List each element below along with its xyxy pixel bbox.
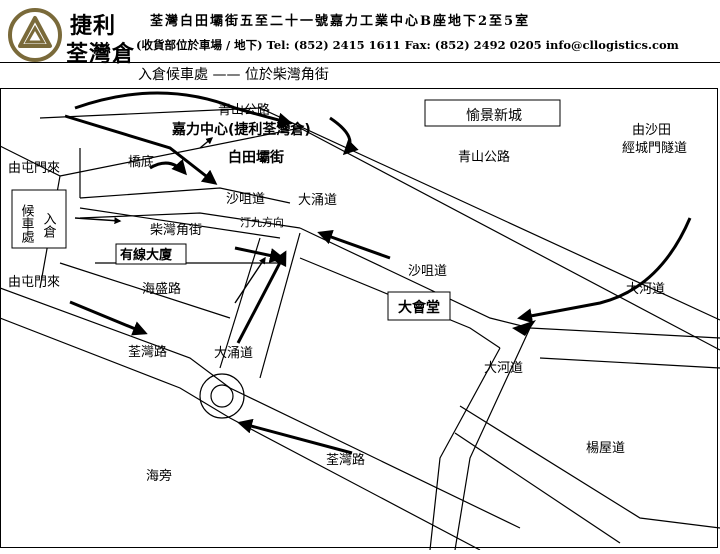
route-castle-peak-top	[74, 91, 293, 128]
tsuen-wan-rd-edge-1	[0, 287, 521, 529]
header-divider	[0, 62, 720, 63]
castle-peak-road-lower-edge	[59, 127, 720, 351]
yeung-uk-rd-edge-1	[459, 405, 720, 529]
tai-ho-rd-edge-1	[429, 347, 501, 551]
label-castle-peak-road-mid: 青山公路	[458, 149, 510, 165]
roundabout-inner	[210, 384, 234, 408]
tai-ho-rd-edge-2	[454, 327, 531, 551]
tai-ho-rd-east-edge-1	[529, 327, 720, 339]
tai-chung-rd-edge-2	[259, 232, 301, 379]
brand-name-line2: 荃灣倉	[66, 42, 136, 67]
route-arrows	[64, 91, 692, 455]
yeung-uk-rd-edge-2	[454, 432, 621, 544]
chai-wan-kok-edge-1	[79, 207, 281, 239]
label-hoi-shing: 海盛路	[142, 281, 181, 297]
bridge-edge-2	[79, 212, 301, 229]
thin-arrow-tingkau	[234, 256, 266, 304]
label-kali-centre: 嘉力中心(捷利荃灣倉)	[171, 121, 311, 138]
thin-arrow-pak-tin-pa	[199, 137, 214, 149]
route-tai-chung-north	[236, 250, 287, 344]
route-tsuen-wan-rd-in	[69, 300, 148, 336]
thin-arrows	[74, 137, 266, 304]
label-pak-tin-pa: 白田壩街	[228, 149, 284, 166]
label-from-tuen-mun-2: 由屯門來	[8, 275, 60, 290]
tai-chung-rd-edge-1	[219, 237, 261, 369]
label-tai-ho-rd-1: 大河道	[626, 282, 665, 297]
left-block-edge	[0, 145, 61, 289]
label-sha-tsui-2: 沙咀道	[408, 264, 447, 279]
road-outlines	[0, 107, 720, 551]
label-town-hall: 大會堂	[398, 299, 440, 316]
waiting-area-note: 入倉候車處 —— 位於柴灣角街	[138, 67, 329, 83]
label-waiting-col1: 入倉	[41, 212, 57, 239]
sha-tsui-rd-edge-1	[299, 227, 531, 329]
label-tai-chung-2: 大涌道	[214, 346, 253, 361]
label-seaside: 海旁	[146, 468, 172, 484]
label-castle-peak-road-top: 青山公路	[218, 102, 270, 118]
bridge-edge-1	[79, 187, 291, 204]
label-tai-ho-rd-2: 大河道	[484, 361, 523, 376]
route-tsuen-wan-rd-west	[237, 418, 353, 455]
thin-arrow-from-box	[74, 217, 122, 225]
sha-tsui-rd-edge-2	[299, 257, 501, 349]
label-tai-chung-1: 大涌道	[298, 193, 337, 208]
route-bridge-loop	[149, 159, 187, 176]
cable-tv-box	[115, 243, 187, 265]
label-summit: 愉景新城	[466, 108, 522, 124]
route-sha-tsui-west	[317, 229, 391, 260]
label-via-tunnel: 經城門隧道	[622, 140, 687, 156]
label-chai-wan-kok: 柴灣角街	[150, 223, 202, 238]
route-into-centre	[329, 116, 359, 156]
location-map: 青山公路 青山公路 愉景新城 由沙田 經城門隧道 嘉力中心(捷利荃灣倉) 白田壩…	[0, 88, 720, 551]
page-header: 捷利 荃灣倉 荃灣白田壩街五至二十一號嘉力工業中心B座地下2至5室 (收貨部位於…	[0, 0, 720, 90]
label-from-tuen-mun-1: 由屯門來	[8, 161, 60, 176]
map-canvas: 青山公路 青山公路 愉景新城 由沙田 經城門隧道 嘉力中心(捷利荃灣倉) 白田壩…	[0, 91, 720, 551]
waiting-box	[11, 189, 67, 249]
company-address: 荃灣白田壩街五至二十一號嘉力工業中心B座地下2至5室	[150, 14, 531, 29]
label-waiting-col2: 候車處	[19, 204, 35, 244]
direction-arrow-icon	[512, 320, 536, 336]
tai-ho-rd-east-edge-2	[539, 357, 720, 369]
brand-name-line1: 捷利	[70, 14, 117, 39]
label-tsuen-wan-rd-2: 荃灣路	[326, 452, 365, 468]
route-chai-wan-kok	[234, 246, 285, 263]
label-cable-tv-tower: 有線大廈	[120, 247, 173, 263]
route-from-shatin	[517, 217, 692, 324]
castle-peak-road-upper-edge	[39, 107, 720, 321]
label-yeung-uk: 楊屋道	[586, 440, 625, 456]
roundabout-outer	[199, 373, 245, 419]
tsuen-wan-rd-edge-2	[0, 317, 481, 551]
label-tsuen-wan-rd-1: 荃灣路	[128, 344, 167, 360]
town-hall-box	[387, 291, 451, 321]
label-from-shatin: 由沙田	[632, 123, 671, 138]
route-from-tuen-mun	[64, 114, 218, 185]
label-bridge-bottom: 橋底	[128, 154, 154, 170]
company-contact: (收貨部位於車場 / 地下) Tel: (852) 2415 1611 Fax:…	[136, 38, 679, 52]
hoi-shing-edge-1	[59, 262, 231, 319]
company-logo-icon	[8, 8, 62, 62]
label-tingkau-direction: 汀九方向	[240, 215, 284, 229]
label-sha-tsui-1: 沙咀道	[226, 192, 265, 207]
summit-box	[424, 99, 561, 127]
